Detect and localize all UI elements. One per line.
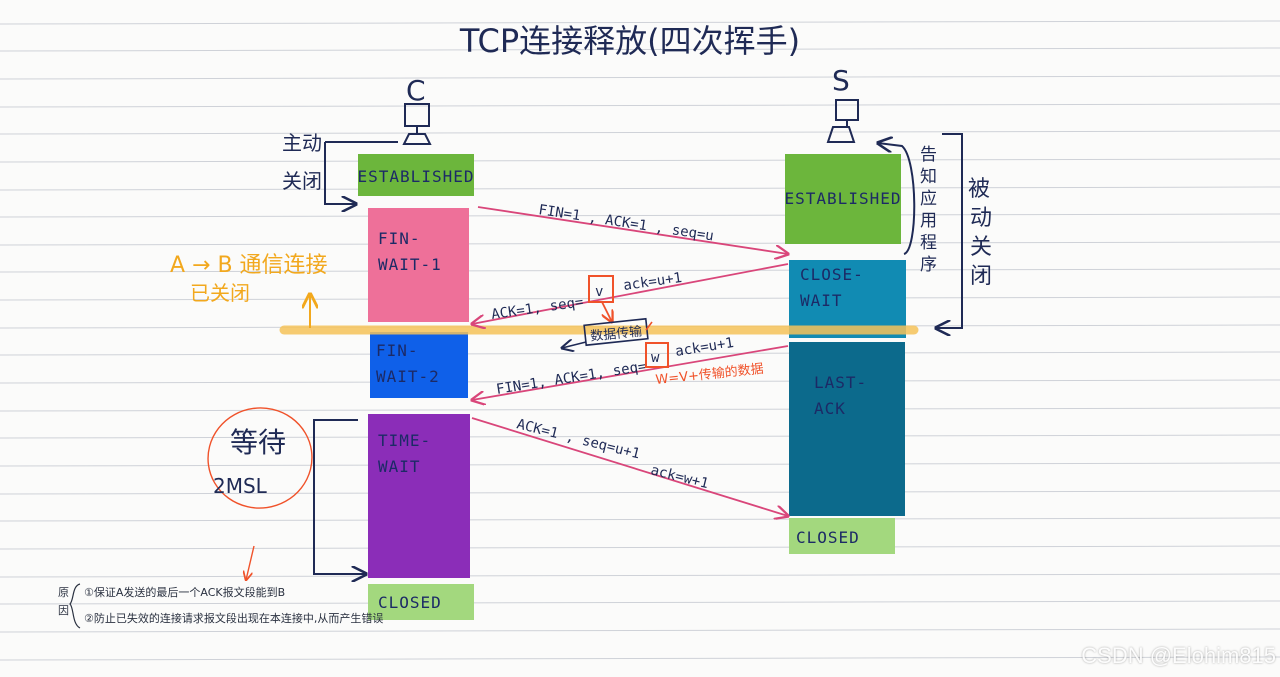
wait-2msl-note: 等待 2MSL [207, 407, 366, 580]
ruled-line [0, 490, 1280, 495]
client-active-close-note: 主动 关闭 [282, 131, 398, 204]
svg-text:①保证A发送的最后一个ACK报文段能到B: ①保证A发送的最后一个ACK报文段能到B [84, 585, 285, 599]
svg-text:闭: 闭 [970, 264, 992, 289]
svg-text:告: 告 [920, 145, 937, 165]
c-time-wait-label: TIME- [378, 431, 431, 450]
s-last-ack-label: LAST- [814, 373, 867, 392]
c-fin-wait-1-label: FIN- [378, 229, 421, 248]
client-computer-icon [402, 103, 432, 145]
server-notify-app-note: 告 知 应 用 程 序 [878, 143, 937, 275]
svg-text:FIN=1, ACK=1, seq=: FIN=1, ACK=1, seq= [495, 358, 647, 398]
ruled-line [0, 268, 1280, 273]
ruled-line [0, 75, 1280, 80]
c-time-wait-state-box: TIME- WAIT [368, 414, 470, 578]
svg-text:关: 关 [970, 235, 992, 260]
message-2-ack: ACK=1, seq= v ack=u+1 [472, 263, 789, 324]
svg-text:数据传输: 数据传输 [590, 323, 643, 344]
s-close-wait-label: CLOSE- [800, 265, 864, 284]
ruled-line [0, 545, 1280, 550]
svg-text:应: 应 [920, 189, 937, 209]
ruled-line [0, 407, 1280, 412]
c-closed-state-box: CLOSED [368, 584, 474, 620]
svg-text:序: 序 [920, 255, 937, 275]
c-fin-wait-2-label: FIN- [376, 341, 419, 360]
svg-text:动: 动 [970, 206, 992, 231]
ruled-line [0, 656, 1280, 661]
diagram-title: TCP连接释放(四次挥手) [459, 22, 800, 60]
s-close-wait-state-box: CLOSE- WAIT [789, 260, 906, 338]
svg-text:程: 程 [920, 233, 937, 253]
svg-text:ack=w+1: ack=w+1 [649, 462, 710, 492]
ruled-line [0, 47, 1280, 52]
ruled-line [0, 130, 1280, 135]
svg-text:关闭: 关闭 [282, 169, 322, 193]
svg-text:ACK=1 , seq=u+1: ACK=1 , seq=u+1 [515, 416, 642, 462]
reason-footnote: 原 因 ①保证A发送的最后一个ACK报文段能到B ②防止已失效的连接请求报文段出… [58, 583, 383, 629]
s-last-ack-label: ACK [814, 399, 846, 418]
svg-text:A → B 通信连接: A → B 通信连接 [170, 253, 328, 278]
s-established-label: ESTABLISHED [785, 189, 902, 208]
ruled-line [0, 296, 1280, 301]
ruled-line [0, 379, 1280, 384]
ruled-line [0, 186, 1280, 191]
c-time-wait-label: WAIT [378, 457, 421, 476]
c-established-state-box: ESTABLISHED [358, 154, 475, 196]
server-passive-close-note: 被 动 关 闭 [936, 133, 992, 328]
ruled-line [0, 351, 1280, 356]
ruled-line [0, 462, 1280, 467]
message-1-fin: FIN=1 , ACK=1 , seq=u [477, 202, 788, 254]
svg-text:因: 因 [58, 604, 69, 617]
svg-text:FIN=1 , ACK=1 , seq=u: FIN=1 , ACK=1 , seq=u [537, 202, 714, 244]
c-closed-label: CLOSED [378, 593, 442, 612]
ruled-line [0, 517, 1280, 522]
ruled-line [0, 213, 1280, 218]
server-label: S [832, 64, 850, 97]
csdn-watermark: CSDN @Elohim815 [1081, 643, 1276, 668]
s-close-wait-label: WAIT [800, 291, 843, 310]
svg-text:已关闭: 已关闭 [190, 281, 250, 305]
client-state-column: ESTABLISHEDFIN-WAIT-1FIN-WAIT-2TIME-WAIT… [358, 154, 475, 620]
data-transfer-note: 数据传输 [562, 317, 653, 348]
s-last-ack-state-box: LAST- ACK [789, 342, 905, 516]
ruled-line [0, 573, 1280, 578]
svg-text:等待: 等待 [230, 426, 286, 459]
svg-text:w: w [651, 350, 660, 366]
c-fin-wait-1-state-box: FIN- WAIT-1 [368, 208, 469, 322]
ruled-line [0, 628, 1280, 633]
s-established-state-box: ESTABLISHED [785, 154, 902, 244]
svg-text:2MSL: 2MSL [213, 474, 268, 498]
server-computer-icon [826, 99, 859, 143]
svg-text:知: 知 [920, 167, 937, 187]
c-fin-wait-2-label: WAIT-2 [376, 367, 440, 386]
svg-text:原: 原 [58, 586, 69, 599]
ruled-line [0, 434, 1280, 439]
svg-text:用: 用 [920, 211, 937, 231]
c-established-label: ESTABLISHED [358, 167, 475, 186]
ruled-line [0, 158, 1280, 163]
c-fin-wait-2-state-box: FIN- WAIT-2 [370, 332, 468, 398]
c-fin-wait-1-label: WAIT-1 [378, 255, 442, 274]
w-formula: W=V+传输的数据 [655, 361, 765, 388]
server-state-column: ESTABLISHED CLOSE- WAIT LAST- ACK CLOSED [785, 154, 906, 554]
svg-text:②防止已失效的连接请求报文段出现在本连接中,从而产生错误: ②防止已失效的连接请求报文段出现在本连接中,从而产生错误 [84, 611, 383, 625]
client-label: C [406, 74, 426, 107]
ruled-line [0, 241, 1280, 246]
ruled-line [0, 20, 1280, 25]
svg-text:v: v [595, 284, 603, 300]
message-4-ack: ACK=1 , seq=u+1 ack=w+1 [471, 416, 788, 516]
ruled-line [0, 600, 1280, 605]
s-closed-label: CLOSED [796, 528, 860, 547]
svg-text:被: 被 [968, 177, 990, 202]
ruled-lines [0, 20, 1280, 661]
ruled-line [0, 103, 1280, 108]
message-3-fin: FIN=1, ACK=1, seq= w ack=u+1 W=V+传输的数据 [472, 335, 789, 400]
s-closed-state-box: CLOSED [789, 518, 895, 554]
svg-text:主动: 主动 [282, 131, 322, 155]
ab-connection-closed-note: A → B 通信连接 已关闭 [170, 253, 328, 328]
